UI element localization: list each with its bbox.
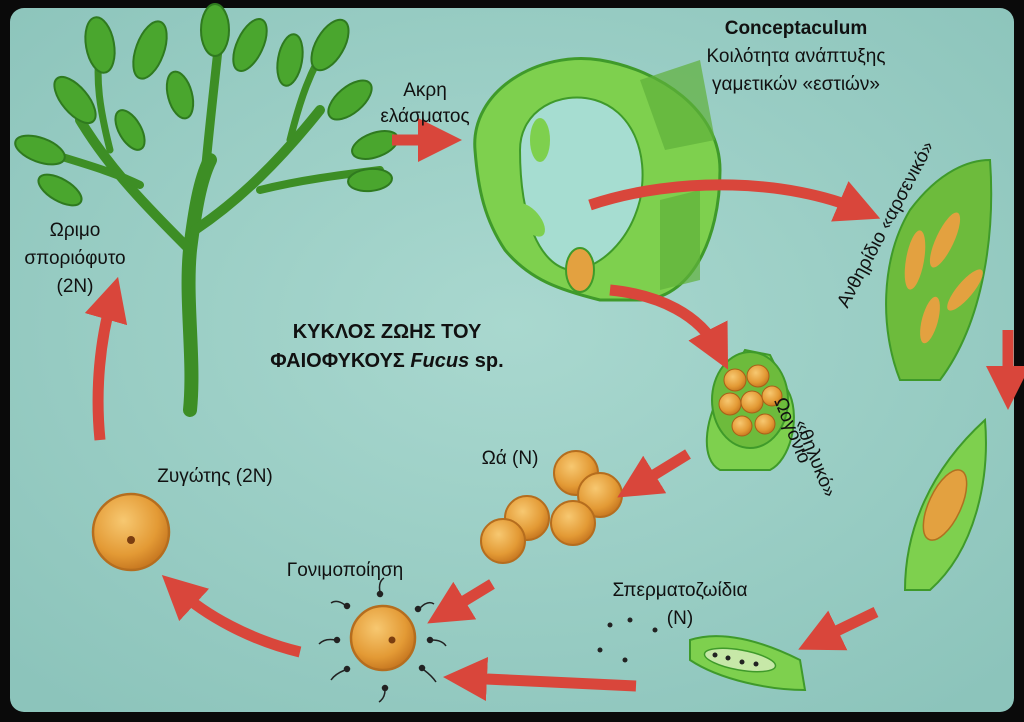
title-prefix: ΦΑΙΟΦΥΚΟΥΣ	[270, 350, 411, 372]
label-sperm-line-2: (Ν)	[666, 608, 694, 629]
zygote-cell	[91, 492, 171, 572]
title-line-1: ΚΥΚΛΟΣ ΖΩΗΣ ΤΟΥ	[292, 321, 482, 343]
label-sporophyte-line-3: (2Ν)	[56, 276, 94, 297]
antheridium-detail	[903, 417, 987, 591]
arrow-conceptaculum-to-oogonium	[609, 284, 729, 370]
label-conceptaculum: Conceptaculum	[724, 18, 868, 39]
arrow-eggs-to-fertilization	[427, 579, 495, 624]
arrow-conceptaculum-to-antheridium	[588, 179, 881, 222]
label-tip-line-2: ελάσματος	[380, 106, 470, 127]
conceptaculum-section	[473, 57, 722, 302]
label-eggs: Ωά (Ν)	[481, 448, 539, 469]
label-sperm-line-1: Σπερματοζωίδια	[612, 580, 748, 601]
label-sporophyte-line-1: Ωριμο	[49, 220, 101, 241]
label-sporophyte-line-2: σποριόφυτο	[24, 248, 126, 269]
antheridium	[885, 158, 993, 381]
eggs-cluster	[480, 450, 623, 564]
label-zygote: Ζυγώτης (2Ν)	[157, 466, 273, 487]
arrow-sperm-to-fertilization	[443, 657, 637, 702]
diagram-title: ΚΥΚΛΟΣ ΖΩΗΣ ΤΟΥ ΦΑΙΟΦΥΚΟΥΣ Fucus sp.	[222, 318, 552, 376]
arrow-zygote-to-sporophyte	[84, 276, 128, 441]
cycle-arrows	[84, 118, 1024, 702]
label-tip-line-1: Ακρη	[403, 80, 447, 101]
arrow-antheridium-to-sperm	[798, 607, 879, 651]
sperm-release	[597, 617, 807, 692]
title-line-2: ΦΑΙΟΦΥΚΟΥΣ Fucus sp.	[222, 347, 552, 376]
label-fertilization: Γονιμοποίηση	[286, 560, 404, 581]
title-suffix: sp.	[469, 350, 504, 372]
sporophyte-plant	[14, 3, 399, 417]
arrow-fertilization-to-zygote	[161, 575, 302, 658]
oogonium	[705, 348, 795, 471]
arrow-oogonium-to-eggs	[617, 449, 691, 498]
label-cavity-line-2: γαμετικών «εστιών»	[712, 74, 880, 95]
label-cavity-line-1: Κοιλότητα ανάπτυξης	[706, 46, 886, 67]
title-species: Fucus	[410, 350, 470, 372]
